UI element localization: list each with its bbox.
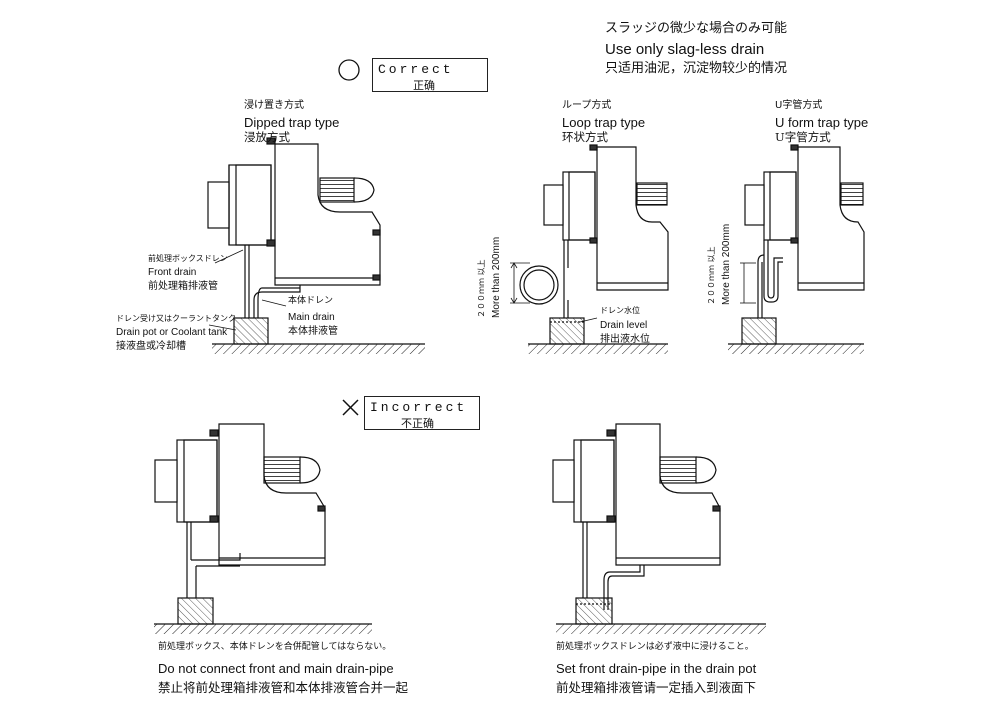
header-en: Use only slag-less drain — [605, 41, 765, 58]
incorrect-merged-machine — [154, 423, 326, 625]
main-drain-jp: 本体ドレン — [288, 296, 334, 306]
loop-dim-en: More than 200mm — [491, 236, 502, 318]
bottom-left-cn: 禁止将前处理箱排液管和本体排液管合并一起 — [158, 680, 409, 695]
loop-title-cn: 环状方式 — [562, 130, 608, 144]
drain-level-en: Drain level — [600, 320, 648, 331]
uform-title-jp: U字管方式 — [775, 100, 823, 111]
dipped-trap-machine — [207, 137, 381, 345]
ground-incorrect-left — [154, 623, 372, 634]
loop-title-jp: ループ方式 — [562, 100, 612, 111]
dipped-title-cn: 浸放方式 — [244, 130, 290, 144]
u-form-trap-machine — [740, 144, 865, 345]
header-cn: 只适用油泥，沉淀物较少的情况 — [605, 61, 788, 76]
u-dim-en: More than 200mm — [721, 223, 732, 305]
bottom-left-jp: 前処理ボックス、本体ドレンを合併配管してはならない。 — [158, 642, 392, 652]
incorrect-short-pipe-machine — [552, 423, 721, 625]
leader-lines — [208, 249, 598, 331]
main-drain-cn: 本体排液管 — [288, 326, 338, 337]
drain-pot-en: Drain pot or Coolant tank — [116, 327, 228, 338]
drain-level-cn: 排出液水位 — [600, 334, 650, 345]
loop-dim-jp: ２００ｍｍ 以上 — [477, 259, 486, 318]
incorrect-tag-en: Incorrect — [370, 400, 468, 415]
circle-mark-icon — [338, 59, 360, 81]
correct-tag-en: Correct — [378, 62, 454, 77]
drain-level-jp: ドレン水位 — [600, 306, 640, 315]
incorrect-tag-cn: 不正确 — [401, 417, 434, 430]
correct-tag-cn: 正确 — [413, 79, 435, 92]
drain-pot-jp: ドレン受け又はクーラントタンク — [116, 314, 236, 323]
bottom-right-en: Set front drain-pipe in the drain pot — [556, 661, 757, 676]
header-jp: スラッジの微少な場合のみ可能 — [605, 21, 788, 36]
u-dim-jp: ２００ｍｍ 以上 — [707, 246, 716, 305]
front-drain-en: Front drain — [148, 267, 197, 278]
cross-mark-icon — [342, 399, 359, 416]
loop-title-en: Loop trap type — [562, 115, 646, 130]
front-drain-cn: 前处理箱排液管 — [148, 281, 218, 292]
uform-title-cn: U字管方式 — [775, 130, 831, 144]
main-drain-en: Main drain — [288, 312, 335, 323]
ground-incorrect-right — [556, 623, 766, 634]
dipped-title-jp: 浸け置き方式 — [244, 100, 304, 111]
front-drain-jp: 前処理ボックスドレン — [148, 254, 228, 263]
ground-dipped — [212, 343, 425, 354]
bottom-right-cn: 前处理箱排液管请一定插入到液面下 — [556, 680, 757, 695]
bottom-right-jp: 前処理ボックスドレンは必ず液中に浸けること。 — [556, 642, 754, 652]
uform-title-en: U form trap type — [775, 115, 869, 130]
dipped-title-en: Dipped trap type — [244, 115, 340, 130]
ground-loop — [528, 343, 668, 354]
correct-tag: Correct 正确 — [372, 58, 488, 92]
loop-trap-machine — [510, 144, 669, 345]
bottom-left-en: Do not connect front and main drain-pipe — [158, 661, 394, 676]
incorrect-tag: Incorrect 不正确 — [364, 396, 480, 430]
ground-u-form — [728, 343, 864, 354]
drain-pot-cn: 接液盘或冷却槽 — [116, 341, 186, 352]
